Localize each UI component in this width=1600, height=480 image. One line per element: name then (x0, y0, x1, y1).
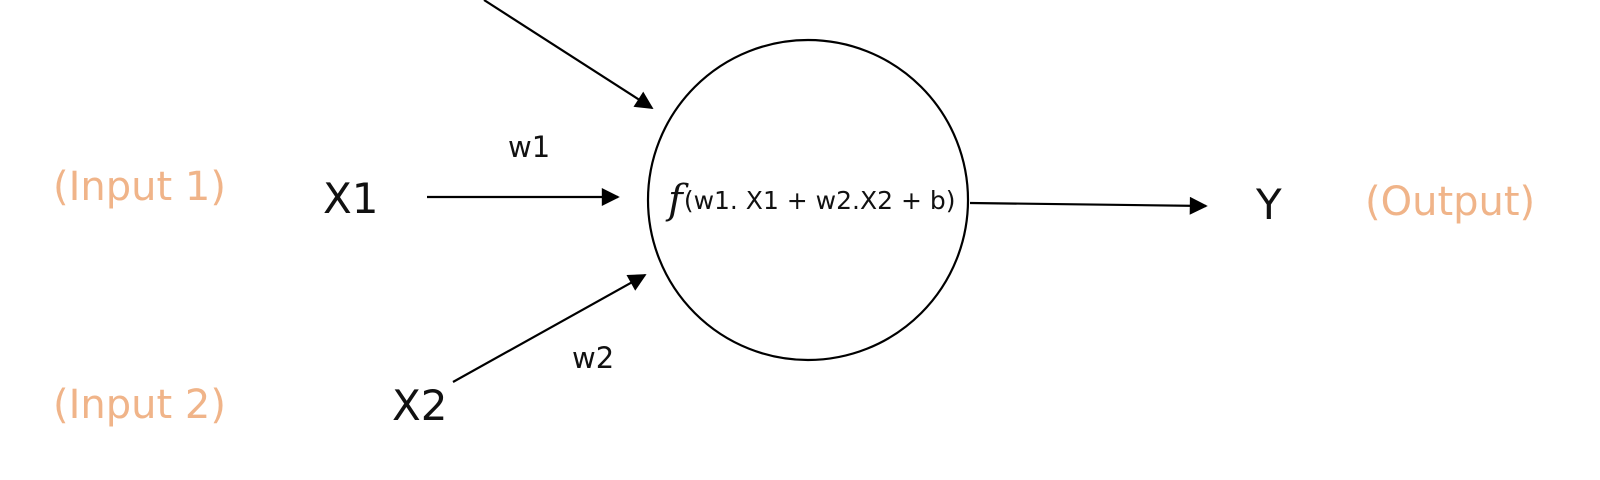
bias-arrow (483, 0, 654, 109)
input-1-variable: X1 (323, 174, 379, 223)
weighted-sum-expression: (w1. X1 + w2.X2 + b) (683, 185, 956, 215)
input-2-variable: X2 (392, 381, 448, 430)
neuron-circle (646, 38, 970, 362)
input-2-annotation: (Input 2) (53, 382, 226, 428)
weight-1-label: w1 (508, 130, 551, 164)
weight-2-label: w2 (572, 341, 615, 375)
activation-function-symbol: f (668, 177, 683, 223)
neuron-formula: f (w1. X1 + w2.X2 + b) (668, 180, 955, 220)
output-variable: Y (1256, 180, 1282, 229)
output-annotation: (Output) (1365, 179, 1536, 225)
output-arrow (969, 196, 1208, 215)
input-1-annotation: (Input 1) (53, 164, 226, 210)
input-2-arrow (452, 274, 647, 383)
